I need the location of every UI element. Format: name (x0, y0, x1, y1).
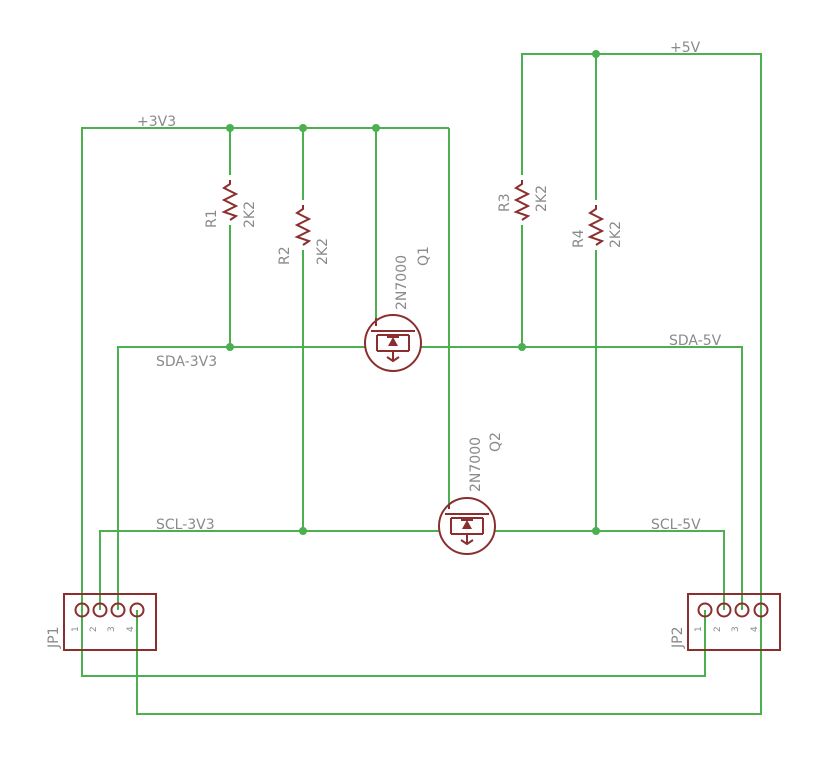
junction-dot (299, 527, 307, 535)
net-wires (81, 53, 762, 715)
jp1-ref: JP1 (46, 627, 62, 649)
jp2-pin-label: 4 (750, 626, 760, 632)
jp2-pin-label: 1 (694, 626, 704, 632)
mosfet-q1[interactable]: 2N7000 Q1 (364, 246, 432, 372)
jp2-pin (716, 602, 732, 618)
q2-value: 2N7000 (468, 437, 484, 492)
jp1-pin-label: 1 (71, 626, 81, 632)
jp2-pin-label: 3 (731, 626, 741, 632)
jp2-pin (734, 602, 750, 618)
r1-ref: R1 (204, 209, 220, 228)
junction-dot (592, 527, 600, 535)
jp2-pin (697, 602, 713, 618)
q2-ref: Q2 (488, 432, 504, 452)
junction-dot (299, 124, 307, 132)
net-label-scl-5v: SCL-5V (651, 517, 701, 533)
q1-ref: Q1 (416, 246, 432, 266)
wire-sda-5v (420, 346, 743, 610)
wire-3v3-rail (81, 127, 706, 677)
net-label-sda-5v: SDA-5V (669, 333, 722, 349)
q1-value: 2N7000 (394, 255, 410, 310)
wire-scl-3v3 (99, 530, 440, 610)
jp2-pin (753, 602, 769, 618)
net-label-sda-3v3: SDA-3V3 (156, 354, 217, 370)
jp2-pin-label: 2 (713, 626, 723, 632)
r1-value: 2K2 (242, 201, 258, 228)
jp1-pin (129, 602, 145, 618)
jp1-pin (74, 602, 90, 618)
r2-ref: R2 (277, 246, 293, 265)
r3-value: 2K2 (534, 185, 550, 212)
mosfet-q2[interactable]: 2N7000 Q2 (438, 432, 504, 555)
resistor-r4[interactable]: R4 2K2 (571, 204, 624, 248)
jp1-pin (92, 602, 108, 618)
connector-jp1[interactable]: JP1 1 2 3 4 (46, 593, 157, 651)
connector-jp2[interactable]: JP2 1 2 3 4 (670, 593, 781, 651)
wire-sda-3v3 (117, 346, 366, 610)
wire-scl-5v (494, 530, 725, 610)
junction-dot (372, 124, 380, 132)
jp1-pin-label: 3 (107, 626, 117, 632)
jp2-ref: JP2 (670, 627, 686, 649)
resistor-r2[interactable]: R2 2K2 (277, 204, 331, 265)
jp1-pin-label: 2 (89, 626, 99, 632)
junctions (226, 50, 600, 535)
r4-ref: R4 (571, 229, 587, 248)
net-label-5v: +5V (670, 40, 701, 56)
jp1-pin (110, 602, 126, 618)
net-label-3v3: +3V3 (137, 114, 176, 130)
wire-5v-rail (136, 53, 762, 715)
junction-dot (592, 50, 600, 58)
r3-ref: R3 (497, 193, 513, 212)
jp1-pin-label: 4 (126, 626, 136, 632)
r2-value: 2K2 (315, 238, 331, 265)
junction-dot (226, 343, 234, 351)
r4-value: 2K2 (608, 221, 624, 248)
net-label-scl-3v3: SCL-3V3 (156, 517, 215, 533)
junction-dot (226, 124, 234, 132)
junction-dot (518, 343, 526, 351)
net-labels: +3V3 +5V SDA-3V3 SDA-5V SCL-3V3 SCL-5V (137, 40, 722, 533)
resistor-r1[interactable]: R1 2K2 (204, 179, 258, 228)
resistor-r3[interactable]: R3 2K2 (497, 179, 550, 221)
